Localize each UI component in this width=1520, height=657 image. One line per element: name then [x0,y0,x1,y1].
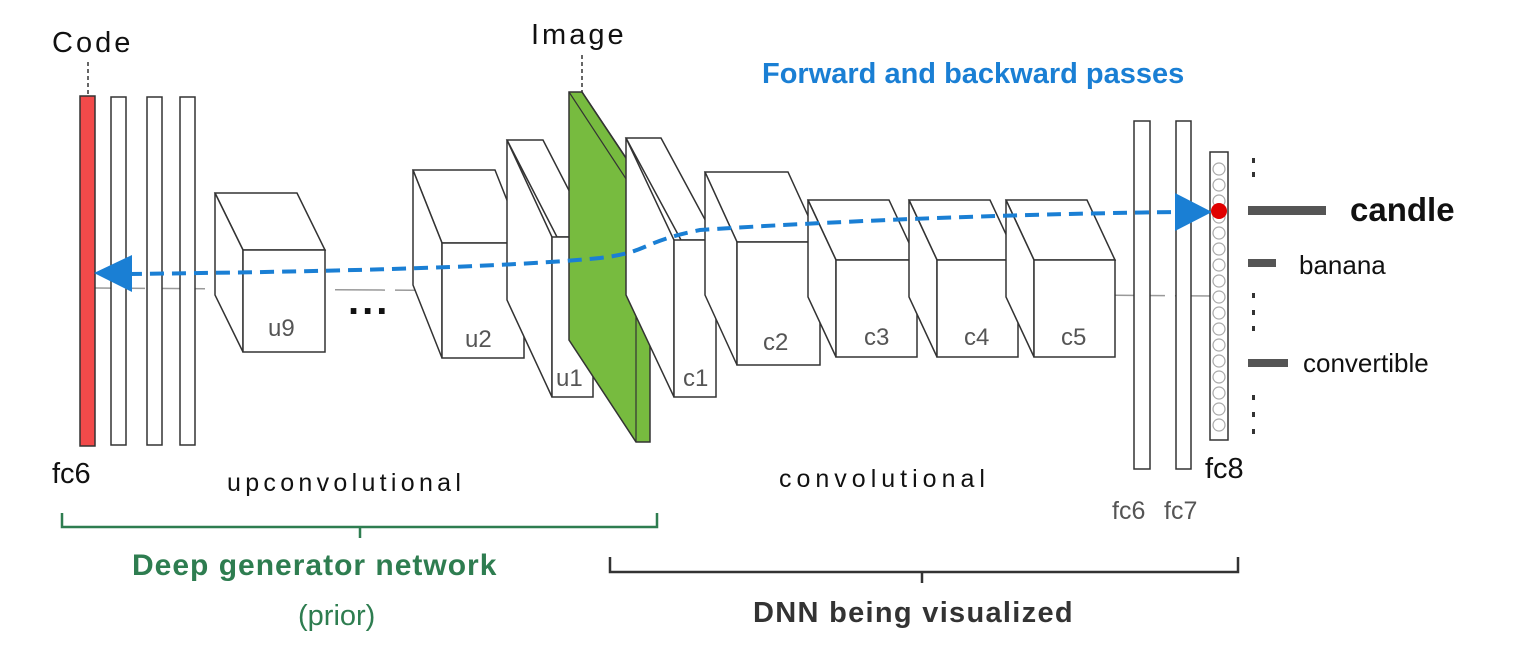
dnn-fc6-label: fc6 [1112,497,1145,525]
generator-fc-layer-2 [146,96,163,446]
fc8-unit [1212,242,1226,256]
fc8-unit [1212,162,1226,176]
class-label-candle: candle [1350,191,1455,228]
dnn-bracket [608,557,1240,583]
fc8-unit [1212,418,1226,432]
class-dots [1252,158,1255,434]
fc8-unit [1212,290,1226,304]
block-u1-label: u1 [556,365,583,392]
fc8-unit [1212,386,1226,400]
class-label-banana: banana [1299,250,1386,280]
block-c3: c3 [806,199,919,358]
generator-bracket [60,513,659,538]
convolutional-label: convolutional [779,465,990,493]
block-c2-label: c2 [763,329,788,356]
dnn-fc6-layer [1133,120,1151,470]
pass-arrowhead-right [1175,193,1212,231]
fc8-units [1212,162,1226,432]
fc8-unit [1212,402,1226,416]
code-bar [79,95,96,447]
block-u2: u2 [411,169,526,359]
fc8-unit [1212,178,1226,192]
fc8-unit [1212,370,1226,384]
block-u2-label: u2 [465,326,492,353]
block-c5: c5 [1004,199,1117,358]
block-c4-label: c4 [964,324,989,351]
block-c2: c2 [703,171,822,366]
class-label-convertible: convertible [1303,348,1429,378]
block-u9: u9 [213,192,327,353]
fc8-unit [1212,306,1226,320]
active-class-unit [1211,203,1227,219]
convertible-score-bar [1248,359,1288,367]
generator-title: Deep generator network [132,549,497,582]
candle-score-bar [1248,206,1326,215]
fc8-unit [1212,354,1226,368]
code-label: Code [52,27,133,59]
fc8-unit [1212,226,1226,240]
dnn-title: DNN being visualized [753,597,1074,629]
dnn-fc7-layer [1175,120,1192,470]
block-c1-label: c1 [683,365,708,392]
banana-score-bar [1248,259,1276,267]
ellipsis: ... [348,279,390,323]
pass-arrowhead-left [94,255,132,292]
fc8-unit [1212,338,1226,352]
block-u9-label: u9 [268,315,295,342]
fc8-unit [1212,274,1226,288]
generator-subtitle: (prior) [298,600,375,632]
generator-fc-layer-3 [179,96,196,446]
image-label: Image [531,19,627,51]
block-c5-label: c5 [1061,324,1086,351]
passes-title: Forward and backward passes [762,58,1184,90]
fc8-label: fc8 [1205,453,1244,485]
block-c4: c4 [907,199,1020,358]
generator-fc6-label: fc6 [52,458,91,490]
dnn-fc7-label: fc7 [1164,497,1197,525]
block-c3-label: c3 [864,324,889,351]
upconvolutional-label: upconvolutional [227,469,465,497]
fc8-unit [1212,322,1226,336]
fc8-unit [1212,258,1226,272]
pass-arrow-path [127,210,1183,276]
